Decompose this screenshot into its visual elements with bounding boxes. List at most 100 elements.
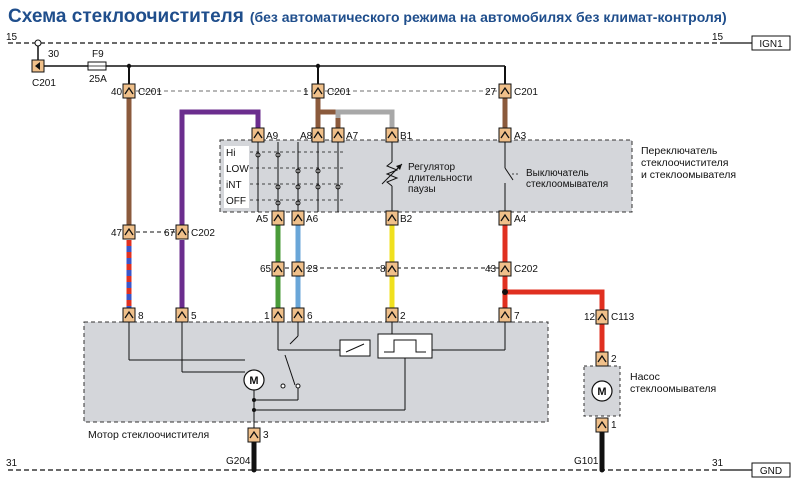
conn-label: C201 bbox=[514, 87, 538, 98]
connector-pin-icon bbox=[175, 307, 189, 323]
conn-label: C202 bbox=[191, 228, 215, 239]
connector-pin-icon bbox=[385, 307, 399, 323]
conn-label: 67 bbox=[164, 228, 176, 239]
connector-pin-icon bbox=[291, 261, 305, 277]
conn-label: 23 bbox=[307, 264, 319, 275]
ign1-rail: 15 15 IGN1 bbox=[6, 32, 791, 51]
wiper-motor-module: M Мотор стеклоочистителя bbox=[83, 321, 549, 441]
pump-motor-icon bbox=[591, 380, 613, 402]
connector-pin-icon bbox=[311, 127, 325, 143]
connector-pin-icon bbox=[271, 261, 285, 277]
connector-pin-icon bbox=[331, 127, 345, 143]
park-switch-icon bbox=[284, 354, 296, 386]
ground-g101: G101 bbox=[574, 456, 599, 467]
conn-label: 40 bbox=[111, 87, 123, 98]
wiper-switch-module: Hi LOW iNT OFF Регулятор bbox=[219, 139, 736, 213]
conn-label: A6 bbox=[306, 214, 319, 225]
connector-pin-icon bbox=[595, 417, 609, 433]
fuse-pin-30: 30 bbox=[48, 49, 60, 60]
connector-pin-icon bbox=[291, 307, 305, 323]
connector-labels: 40 C201 1 C201 27 C201 A9 A8 A7 B1 A3 A5… bbox=[111, 87, 635, 441]
svg-text:M: M bbox=[249, 375, 258, 387]
conn-label: A4 bbox=[514, 214, 527, 225]
conn-label: 2 bbox=[611, 354, 617, 365]
gnd-rail: 31 31 GND G204 G101 bbox=[6, 456, 791, 478]
wire-gray bbox=[335, 109, 395, 128]
switch-module-label-2: стеклоочистителя bbox=[641, 157, 728, 169]
connector-pin-icon bbox=[175, 224, 189, 240]
resistor-icon bbox=[385, 161, 399, 187]
connector-pin-icon bbox=[122, 307, 136, 323]
connector-pin-icon bbox=[271, 210, 285, 226]
conn-label: A8 bbox=[300, 131, 313, 142]
connector-pin-icon bbox=[247, 427, 261, 443]
conn-label: 12 bbox=[584, 312, 596, 323]
conn-label: 27 bbox=[485, 87, 497, 98]
connector-pin-icon bbox=[498, 210, 512, 226]
connector-pin-icon bbox=[385, 127, 399, 143]
gnd-tag-label: GND bbox=[760, 466, 782, 477]
connector-pin-icon bbox=[291, 210, 305, 226]
switch-pos-low: LOW bbox=[226, 164, 249, 175]
connector-pin-icon bbox=[122, 83, 136, 99]
connector-pins bbox=[122, 83, 609, 443]
pause-regulator: Регулятор длительности паузы bbox=[381, 142, 472, 212]
rail-31-left: 31 bbox=[6, 458, 18, 469]
conn-label: A9 bbox=[266, 131, 279, 142]
connector-pin-icon bbox=[498, 307, 512, 323]
conn-label: 8 bbox=[380, 264, 386, 275]
motor-module-box bbox=[83, 321, 549, 423]
washer-switch-label-2: стеклоомывателя bbox=[526, 179, 608, 190]
conn-label: 2 bbox=[400, 311, 406, 322]
fuse-name: F9 bbox=[92, 49, 104, 60]
conn-label: 1 bbox=[264, 311, 270, 322]
connector-pin-icon bbox=[498, 83, 512, 99]
gnd-tag bbox=[751, 462, 791, 478]
fuse-f9: 30 C201 F9 25A bbox=[31, 46, 505, 89]
conn-label: B2 bbox=[400, 214, 413, 225]
conn-label: C202 bbox=[514, 264, 538, 275]
regulator-label-3: паузы bbox=[408, 184, 436, 195]
connector-pin-icon bbox=[595, 351, 609, 367]
switch-pos-off: OFF bbox=[226, 196, 246, 207]
conn-label: 1 bbox=[303, 87, 309, 98]
conn-label: 1 bbox=[611, 420, 617, 431]
fuse-connector-c201: C201 bbox=[32, 78, 56, 89]
rail-31-right: 31 bbox=[712, 458, 724, 469]
conn-label: C201 bbox=[138, 87, 162, 98]
pump-label-2: стеклоомывателя bbox=[630, 383, 716, 395]
timer-module-icon bbox=[377, 333, 433, 359]
washer-switch-label-1: Выключатель bbox=[526, 168, 589, 179]
connector-pin-icon bbox=[271, 307, 285, 323]
conn-label: 8 bbox=[138, 311, 144, 322]
conn-label: C201 bbox=[327, 87, 351, 98]
rail-15-left: 15 bbox=[6, 32, 18, 43]
conn-label: 5 bbox=[191, 311, 197, 322]
pump-label-1: Насос bbox=[630, 371, 660, 383]
washer-pump: M Насос стеклоомывателя bbox=[583, 365, 716, 417]
fuse-rating: 25A bbox=[89, 74, 107, 85]
connector-pin-icon bbox=[595, 309, 609, 325]
washer-switch: Выключатель стеклоомывателя bbox=[504, 142, 608, 212]
conn-label: A5 bbox=[256, 214, 269, 225]
connector-pin-icon bbox=[385, 261, 399, 277]
connector-pin-icon bbox=[251, 127, 265, 143]
ground-g204: G204 bbox=[226, 456, 251, 467]
connector-pin-icon bbox=[311, 83, 325, 99]
diagram-title: Схема стеклоочистителя(без автоматическо… bbox=[8, 6, 727, 27]
conn-label: 47 bbox=[111, 228, 123, 239]
switch-module-label-1: Переключатель bbox=[641, 145, 718, 157]
conn-label: 6 bbox=[307, 311, 313, 322]
regulator-label-1: Регулятор bbox=[408, 162, 455, 173]
switch-pos-int: iNT bbox=[226, 180, 242, 191]
wire-purple bbox=[179, 109, 261, 225]
connector-pin-icon bbox=[122, 224, 136, 240]
conn-label: A3 bbox=[514, 131, 527, 142]
svg-text:M: M bbox=[597, 386, 606, 398]
switch-positions: Hi LOW iNT OFF bbox=[224, 142, 345, 212]
connector-pin-icon bbox=[498, 261, 512, 277]
switch-pos-hi: Hi bbox=[226, 148, 235, 159]
ign1-tag-label: IGN1 bbox=[759, 39, 783, 50]
